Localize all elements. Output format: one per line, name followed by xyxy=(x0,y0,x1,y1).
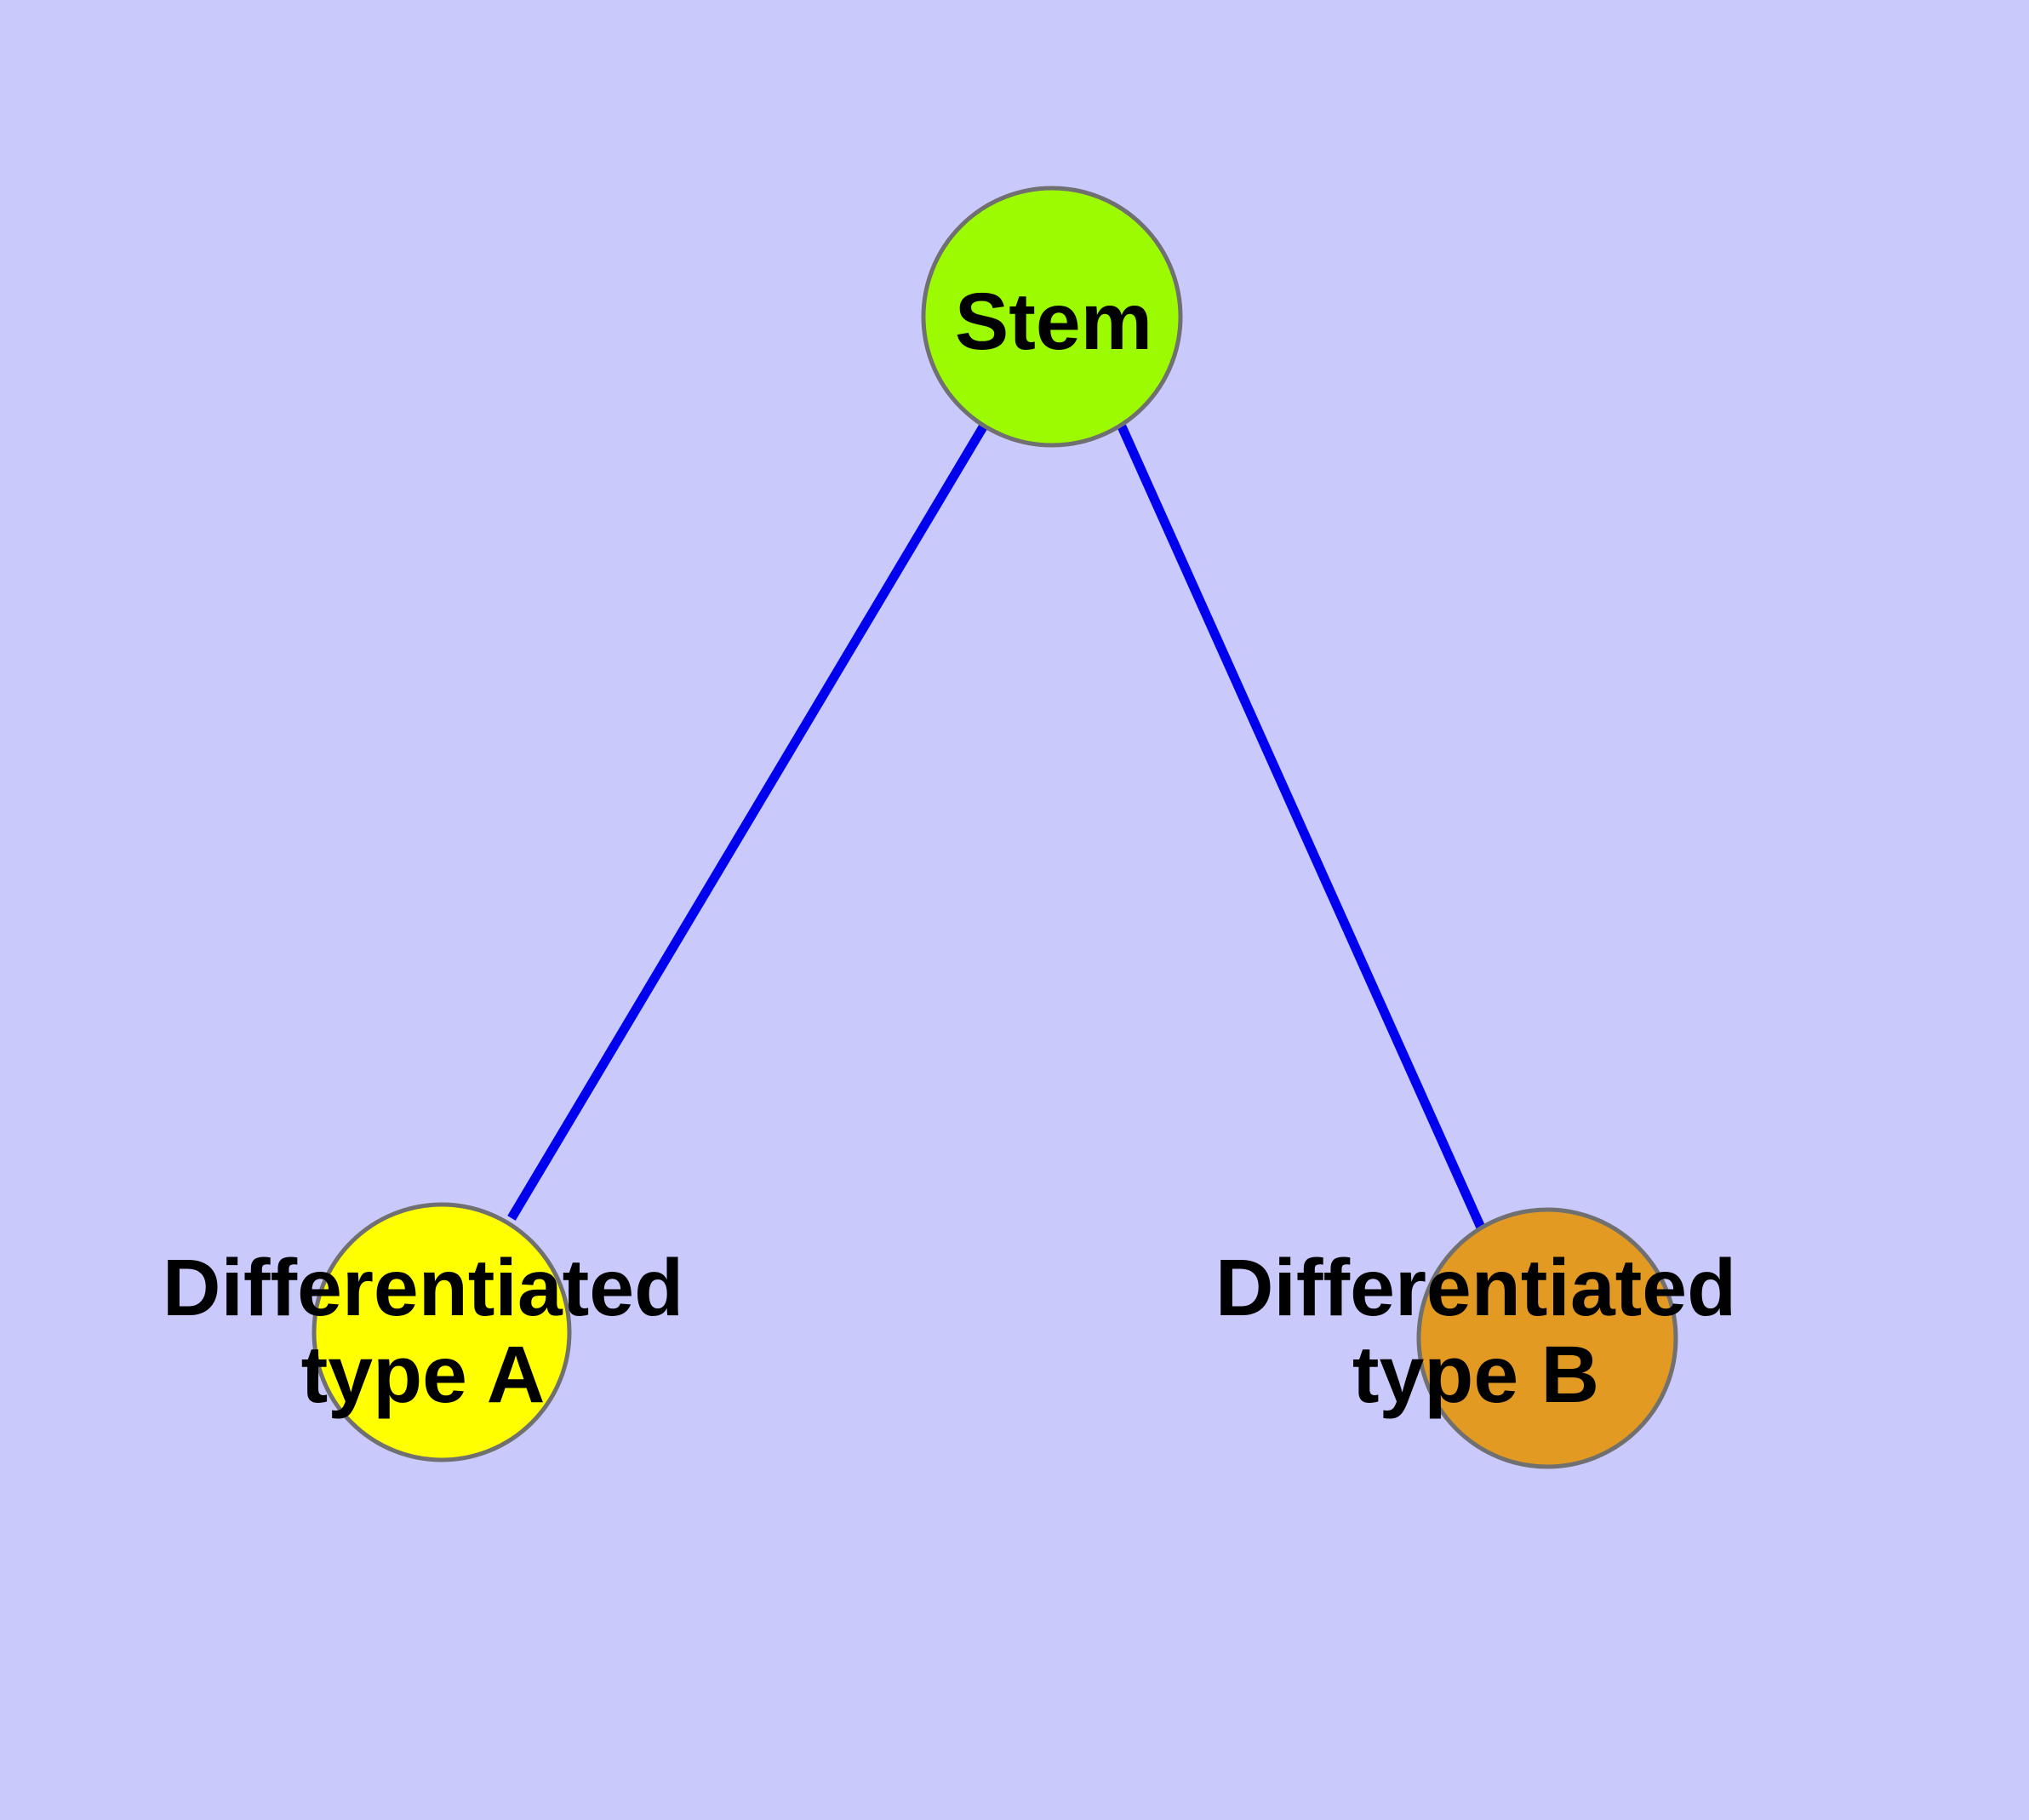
nodes-layer xyxy=(311,186,1678,1469)
graph-node-label-line: Differentiated xyxy=(1215,1243,1736,1333)
graph-node-label-line: Stem xyxy=(955,277,1152,367)
graph-node-label-stem: Stem xyxy=(955,277,1152,367)
graph-edge-stem-to-diff-a[interactable] xyxy=(507,423,988,1221)
graph-edge-stem-to-diff-b[interactable] xyxy=(1117,424,1486,1230)
graph-node-label-line: type A xyxy=(301,1330,546,1420)
graph-node-diff-a[interactable] xyxy=(311,1202,572,1462)
graph-node-diff-b[interactable] xyxy=(1416,1207,1678,1469)
edges-layer xyxy=(507,423,1486,1230)
graph-node-stem[interactable] xyxy=(921,186,1183,448)
graph-node-label-line: Differentiated xyxy=(163,1243,683,1333)
graph-node-label-line: type B xyxy=(1352,1330,1599,1420)
